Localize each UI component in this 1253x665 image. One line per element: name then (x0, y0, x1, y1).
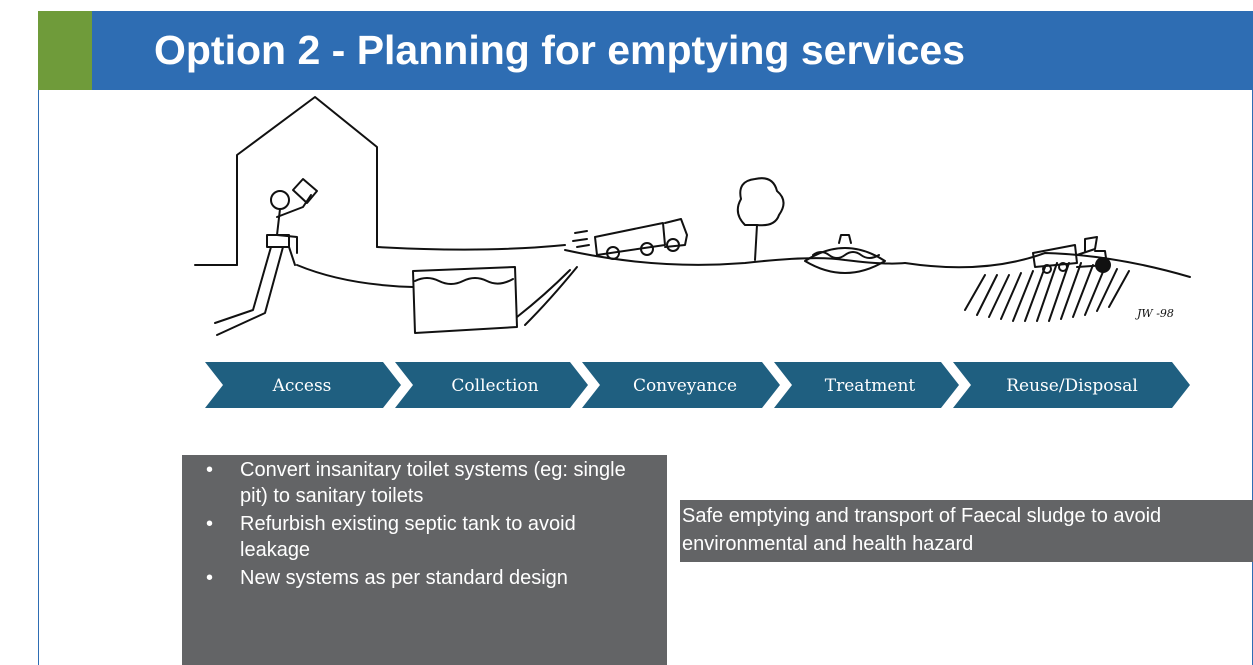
chevron-treatment: Treatment (774, 362, 959, 408)
chevron-conveyance: Conveyance (582, 362, 780, 408)
tree-drawing (736, 177, 785, 261)
list-item: •Refurbish existing septic tank to avoid… (206, 513, 576, 561)
septic-tank-drawing (412, 266, 578, 334)
title-bar: Option 2 - Planning for emptying service… (92, 11, 1253, 90)
field-drawing (904, 252, 1191, 322)
chevron-collection: Collection (395, 362, 588, 408)
stage-label-treatment: Treatment (825, 376, 916, 396)
house-drawing (194, 96, 566, 336)
list-item: •New systems as per standard design (206, 567, 568, 589)
stage-label-reuse-disposal: Reuse/Disposal (1006, 376, 1138, 396)
conveyance-note: Safe emptying and transport of Faecal sl… (680, 500, 1253, 562)
chevron-access: Access (205, 362, 401, 408)
stage-chevrons: Access Collection Conveyance Treatment R… (205, 362, 1190, 408)
stage-label-access: Access (272, 376, 332, 396)
stage-label-conveyance: Conveyance (633, 376, 737, 396)
stage-label-collection: Collection (451, 376, 538, 396)
list-item: •Convert insanitary toilet systems (eg: … (206, 459, 626, 507)
bullet-icon: • (206, 459, 214, 481)
treatment-pond-drawing (804, 234, 886, 274)
left-border-line (38, 90, 39, 665)
truck-drawing (572, 218, 688, 260)
bullet-icon: • (206, 567, 214, 589)
access-collection-notes: •Convert insanitary toilet systems (eg: … (182, 455, 667, 665)
tractor-drawing (1032, 236, 1111, 274)
accent-block (38, 11, 92, 90)
sanitation-chain-sketch: JW -98 (194, 96, 1191, 336)
sketch-signature: JW -98 (1135, 307, 1174, 320)
bullet-list: •Convert insanitary toilet systems (eg: … (182, 457, 667, 591)
page-title: Option 2 - Planning for emptying service… (154, 27, 966, 73)
chevron-reuse-disposal: Reuse/Disposal (953, 362, 1190, 408)
bullet-icon: • (206, 513, 214, 535)
